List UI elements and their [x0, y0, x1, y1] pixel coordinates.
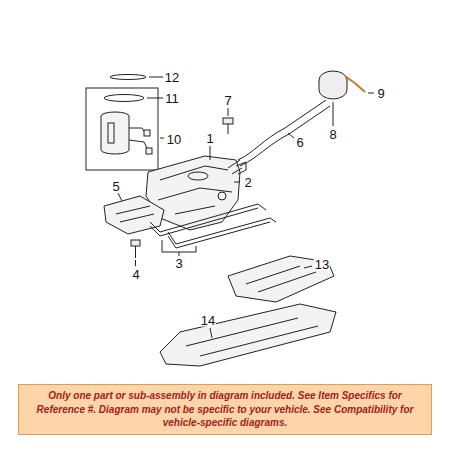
- leader-line: [288, 133, 294, 138]
- callout-number: 5: [111, 180, 120, 193]
- leader-line: [234, 182, 240, 183]
- fuel-pump: [101, 112, 152, 154]
- leader-line: [333, 102, 334, 126]
- pump-module-box: [86, 88, 158, 170]
- leader-line: [118, 193, 122, 201]
- callout-number: 7: [223, 94, 232, 107]
- leader-line: [228, 108, 229, 116]
- leader-line: [368, 93, 374, 94]
- callout-number: 4: [131, 268, 140, 281]
- leader-line: [160, 138, 164, 139]
- filler-neck: [228, 100, 330, 174]
- leader-line: [210, 328, 212, 338]
- note-box: Only one part or sub-assembly in diagram…: [18, 384, 432, 435]
- leader-line: [149, 77, 163, 78]
- callout-number: 10: [166, 133, 182, 146]
- shield-ribs: [246, 266, 316, 292]
- heat-shield-ribs: [116, 206, 154, 222]
- callout-number: 1: [205, 132, 214, 145]
- callout-number: 13: [314, 258, 330, 271]
- callout-number: 14: [200, 314, 216, 327]
- callout-number: 8: [328, 128, 337, 141]
- callout-number: 6: [295, 136, 304, 149]
- fuel-cap: [319, 71, 347, 99]
- note-text: Only one part or sub-assembly in diagram…: [27, 389, 423, 430]
- callout-number: 11: [164, 92, 180, 105]
- callout-number: 3: [174, 257, 183, 270]
- underbody-shield: [160, 304, 336, 366]
- bolt: [223, 118, 233, 134]
- tether: [345, 76, 365, 92]
- seal-ring: [110, 75, 146, 80]
- leader-line: [147, 98, 163, 99]
- heat-shield: [104, 196, 164, 234]
- tank-strap: [150, 204, 276, 248]
- leader-line: [304, 266, 312, 268]
- underbody-shield: [228, 256, 334, 302]
- leader-line: [210, 146, 211, 160]
- bracket: [162, 240, 196, 252]
- leader-line: [135, 260, 136, 266]
- callout-number: 12: [164, 71, 180, 84]
- lock-ring: [104, 95, 144, 102]
- callout-number: 9: [376, 87, 385, 100]
- bolt: [131, 240, 140, 258]
- leader-line: [179, 252, 180, 256]
- callout-number: 2: [243, 176, 252, 189]
